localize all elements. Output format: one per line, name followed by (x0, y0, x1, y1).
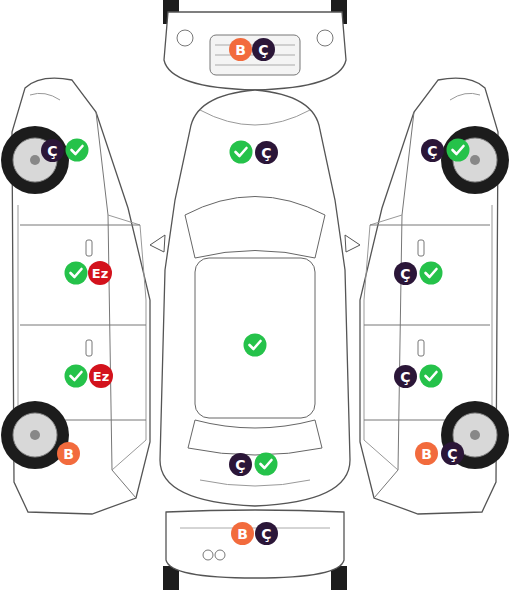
top-view-car-part (195, 258, 315, 418)
damage-code: B (237, 527, 248, 541)
damage-code: B (63, 447, 74, 461)
check-circle (230, 141, 253, 164)
check-circle (255, 453, 278, 476)
damage-code: Ç (47, 144, 57, 158)
check-tick (453, 146, 464, 154)
damage-badge: Ç (441, 442, 464, 465)
check-icon (66, 139, 89, 162)
check-tick (71, 269, 82, 277)
check-icon (65, 365, 88, 388)
rear-bumper-part (203, 550, 213, 560)
check-circle (420, 262, 443, 285)
damage-code: Ç (261, 146, 271, 160)
check-icon (420, 365, 443, 388)
right-side-car (360, 78, 509, 514)
check-tick (71, 372, 82, 380)
damage-code: Ç (258, 43, 268, 57)
rear-bumper-part (166, 510, 344, 578)
check-circle (65, 365, 88, 388)
damage-badge: Ç (255, 522, 278, 545)
rear-bumper (163, 510, 347, 590)
damage-badge: Ç (255, 141, 278, 164)
damage-badge: B (229, 38, 252, 61)
damage-badge: Ç (41, 139, 64, 162)
left-side-car (1, 78, 150, 514)
damage-badge: Ez (89, 364, 113, 388)
front-bumper-part (317, 30, 333, 46)
damage-code: Ç (427, 144, 437, 158)
damage-badge: Ç (252, 38, 275, 61)
check-icon (420, 262, 443, 285)
check-circle (447, 139, 470, 162)
check-icon (244, 334, 267, 357)
check-tick (426, 269, 437, 277)
front-bumper (163, 0, 347, 90)
damage-badge: Ç (421, 139, 444, 162)
damage-code: B (421, 447, 432, 461)
damage-badge: Ç (229, 453, 252, 476)
top-view-car-part (200, 480, 310, 486)
ok-check-marks (65, 139, 470, 476)
top-view-car-part (188, 420, 322, 455)
check-icon (255, 453, 278, 476)
top-view-car-part (160, 90, 350, 506)
check-tick (236, 148, 247, 156)
top-view-car-part (200, 110, 310, 125)
damage-badge: B (415, 442, 438, 465)
damage-badge: Ez (88, 261, 112, 285)
check-circle (420, 365, 443, 388)
damage-code: Ç (261, 527, 271, 541)
check-circle (65, 262, 88, 285)
damage-code: Ç (447, 447, 457, 461)
top-view-car-part (185, 197, 325, 259)
check-tick (426, 372, 437, 380)
check-tick (261, 460, 272, 468)
front-bumper-part (164, 12, 346, 90)
damage-code: Ç (235, 458, 245, 472)
damage-code: Ez (93, 370, 109, 383)
check-icon (447, 139, 470, 162)
check-icon (65, 262, 88, 285)
front-bumper-part (177, 30, 193, 46)
damage-badge: B (57, 442, 80, 465)
check-circle (244, 334, 267, 357)
front-bumper-part (210, 35, 300, 75)
check-icon (230, 141, 253, 164)
top-view-car-part (345, 235, 360, 252)
top-view-car (150, 90, 360, 506)
rear-bumper-part (215, 550, 225, 560)
damage-badge: Ç (394, 365, 417, 388)
check-tick (72, 146, 83, 154)
damage-badge: Ç (394, 262, 417, 285)
check-tick (250, 341, 261, 349)
check-circle (66, 139, 89, 162)
top-view-car-part (150, 235, 165, 252)
damage-code: Ç (400, 370, 410, 384)
damage-code: Ç (400, 267, 410, 281)
damage-code: Ez (92, 267, 108, 280)
damage-code: B (235, 43, 246, 57)
damage-badge: B (231, 522, 254, 545)
